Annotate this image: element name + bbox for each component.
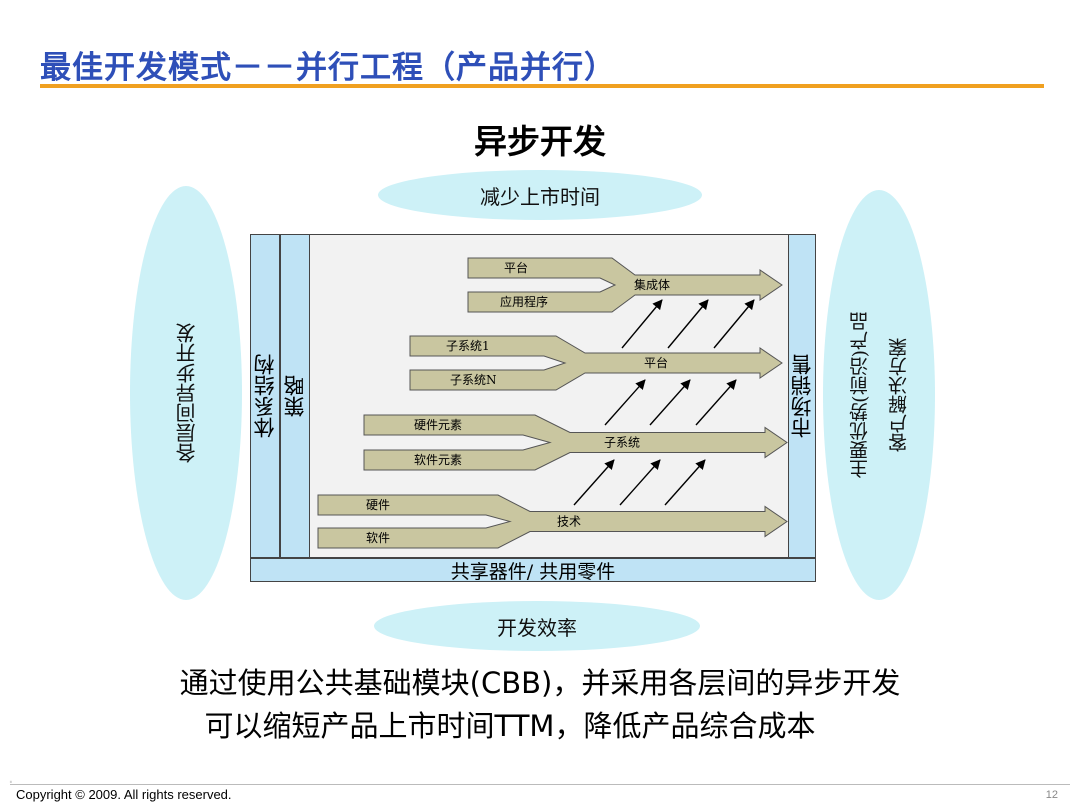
ellipse-left-label: 各层间异步开发 bbox=[174, 323, 199, 463]
ellipse-bottom-label: 开发效率 bbox=[497, 615, 577, 640]
bar-architecture: 体系结构 bbox=[250, 234, 280, 558]
ellipse-top: 减少上市时间 bbox=[378, 170, 702, 220]
ellipse-left: 各层间异步开发 bbox=[130, 186, 242, 600]
bar-shared-parts-label: 共享器件/ 共用零件 bbox=[450, 560, 616, 583]
footer-rule bbox=[10, 784, 1070, 785]
ellipse-right-label-1: 主要优势(前沿)产品 bbox=[849, 311, 871, 479]
bar-market: 市场销售 bbox=[788, 234, 816, 558]
page-number: 12 bbox=[1045, 789, 1058, 801]
diagram-frame bbox=[250, 234, 816, 558]
page-title: 最佳开发模式－－并行工程（产品并行） bbox=[40, 50, 616, 86]
body-text-line-1: 通过使用公共基础模块(CBB)，并采用各层间的异步开发 bbox=[179, 666, 901, 700]
bar-architecture-label: 体系结构 bbox=[253, 354, 277, 438]
title-underline bbox=[40, 84, 1044, 88]
diagram-subtitle: 异步开发 bbox=[474, 122, 606, 161]
copyright: Copyright © 2009. All rights reserved. bbox=[16, 787, 232, 802]
ellipse-right: 主要优势(前沿)产品 客户解决方案 bbox=[823, 190, 935, 600]
bar-shared-parts: 共享器件/ 共用零件 bbox=[250, 558, 816, 583]
ellipse-bottom: 开发效率 bbox=[374, 601, 700, 651]
bar-market-label: 市场销售 bbox=[790, 354, 814, 438]
bar-strategy: 策略 bbox=[280, 234, 310, 558]
bar-strategy-label: 策略 bbox=[283, 375, 307, 417]
watermark: · bbox=[8, 772, 14, 793]
ellipse-right-label-2: 客户解决方案 bbox=[888, 338, 910, 452]
body-text-line-2: 可以缩短产品上市时间TTM，降低产品综合成本 bbox=[204, 709, 816, 743]
ellipse-top-label: 减少上市时间 bbox=[480, 184, 600, 209]
